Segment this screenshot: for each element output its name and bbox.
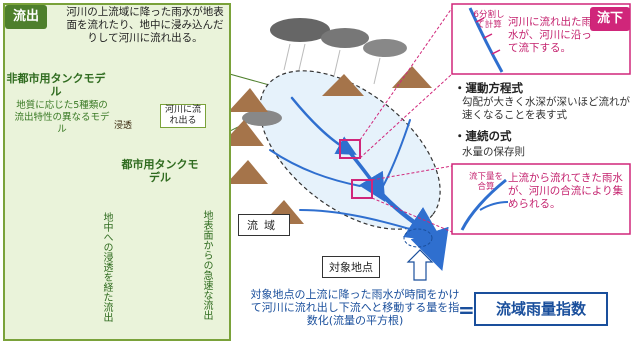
infiltration-label: 浸透 <box>114 121 133 131</box>
rain-clouds <box>242 18 407 126</box>
flow-down-description: 河川に流れ出た雨水が、河川に沿って流下する。 <box>508 16 592 54</box>
target-point-label: 対象地点 <box>322 256 380 278</box>
motion-equation-description: 勾配が大きく水深が深いほど流れが速くなることを表す式 <box>462 96 630 121</box>
basin-label: 流域 <box>238 214 290 236</box>
target-point-marker <box>403 228 434 281</box>
river-outflow-label: 河川に流れ出る <box>160 104 206 128</box>
runoff-panel <box>3 3 231 341</box>
continuity-equation-description: 水量の保存則 <box>462 146 525 158</box>
runoff-badge: 流出 <box>5 5 47 29</box>
confluence-description: 上流から流れてきた雨水が、河川の合流により集められる。 <box>508 172 624 210</box>
split-calculation-label: 6分割して計算 <box>473 10 505 30</box>
rural-vertical-label: 地中への浸透を経た流出 <box>101 212 112 322</box>
rural-tank-model-description: 地質に応じた5種類の流出特性の異なるモデル <box>14 100 110 135</box>
urban-tank-model-title: 都市用タンクモデル <box>121 158 199 184</box>
confluence-sum-label: 流下量を合算 <box>468 172 503 192</box>
runoff-description: 河川の上流域に降った雨水が地表面を流れたり、地中に浸み込んだりして河川に流れ出る… <box>66 6 224 44</box>
basin-rainfall-index-box: 流域雨量指数 <box>474 292 608 326</box>
mountains <box>220 66 432 224</box>
urban-vertical-label: 地表面からの急速な流出 <box>201 210 212 320</box>
pink-callouts <box>339 3 631 235</box>
index-definition-text: 対象地点の上流に降った雨水が時間をかけて河川に流れ出し下流へと移動する量を指数化… <box>250 288 460 327</box>
flow-down-badge: 流下 <box>590 7 630 31</box>
motion-equation-heading: ・運動方程式 <box>454 81 523 95</box>
continuity-equation-heading: ・連続の式 <box>454 129 512 143</box>
equals-sign: = <box>458 298 475 322</box>
rural-tank-model-title: 非都市用タンクモデル <box>6 72 106 98</box>
